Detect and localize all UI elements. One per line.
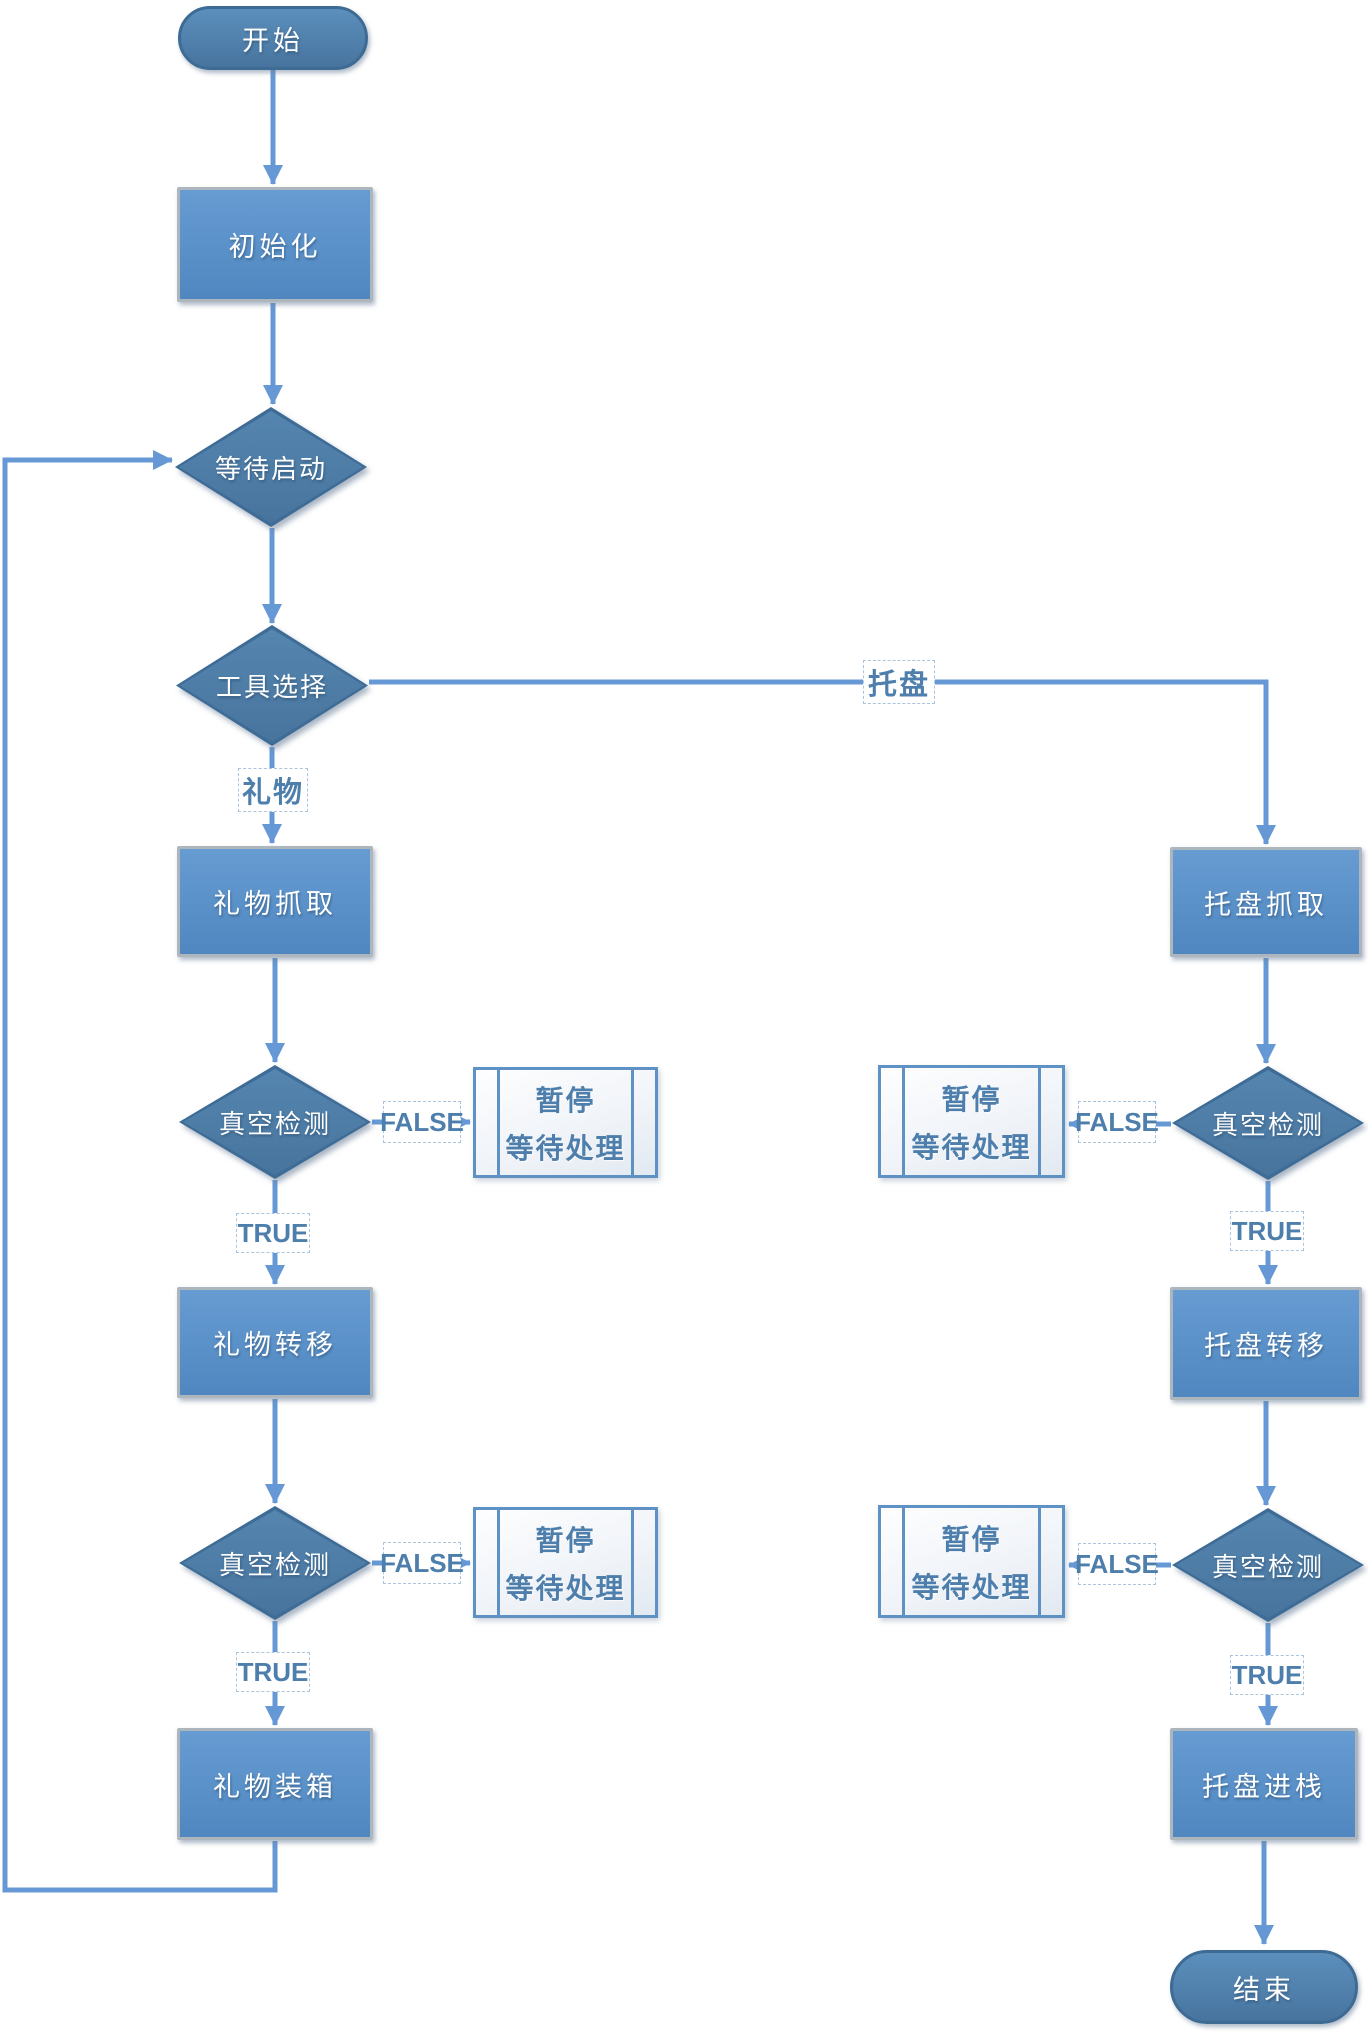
node-pause-left-2: 暂停 等待处理 <box>473 1507 658 1618</box>
edge-label-gift-text: 礼物 <box>241 777 304 809</box>
edge-label-false-left-1: FALSE <box>380 1101 464 1143</box>
edge-gift-boxing-loop-back <box>2 450 278 1893</box>
node-tray-stack-label: 托盘进栈 <box>1202 1771 1326 1802</box>
edge-label-false-text: FALSE <box>1075 1106 1159 1137</box>
node-tray-pick: 托盘抓取 <box>1170 847 1362 957</box>
edge-label-tray: 托盘 <box>863 660 935 704</box>
node-gift-transfer-label: 礼物转移 <box>213 1330 337 1360</box>
edge-label-true-text: TRUE <box>1231 1659 1303 1690</box>
pause-line-2: 等待处理 <box>505 1572 626 1604</box>
node-pause-left-1: 暂停 等待处理 <box>473 1067 658 1178</box>
node-gift-pick-label: 礼物抓取 <box>213 889 337 919</box>
node-pause-right-2: 暂停 等待处理 <box>878 1505 1065 1618</box>
edge-label-false-left-2: FALSE <box>380 1542 464 1584</box>
edge-label-false-text: FALSE <box>380 1106 464 1137</box>
node-wait-start: 等待启动 <box>175 407 367 527</box>
node-vacuum-check-right-1: 真空检测 <box>1172 1066 1364 1180</box>
pause-line-2: 等待处理 <box>911 1571 1032 1603</box>
edge-label-tray-text: 托盘 <box>867 669 930 701</box>
node-vacuum-check-right-2: 真空检测 <box>1172 1508 1364 1622</box>
edge-label-true-right-2: TRUE <box>1230 1655 1304 1695</box>
node-gift-boxing-label: 礼物装箱 <box>213 1771 337 1802</box>
edge-label-true-text: TRUE <box>237 1217 309 1248</box>
edge-label-true-text: TRUE <box>237 1656 309 1687</box>
edge-label-true-right-1: TRUE <box>1230 1211 1304 1251</box>
pause-line-2: 等待处理 <box>505 1132 626 1164</box>
node-end: 结束 <box>1170 1950 1358 2024</box>
node-gift-transfer: 礼物转移 <box>177 1287 373 1398</box>
node-init-label: 初始化 <box>228 232 322 262</box>
pause-line-1: 暂停 <box>941 1523 1002 1555</box>
node-tray-pick-label: 托盘抓取 <box>1204 889 1328 920</box>
node-vacuum-check-left-2: 真空检测 <box>179 1506 371 1620</box>
node-gift-pick: 礼物抓取 <box>177 846 373 957</box>
node-end-label: 结束 <box>1233 1974 1295 2005</box>
node-tray-stack: 托盘进栈 <box>1170 1728 1358 1840</box>
pause-line-2: 等待处理 <box>911 1131 1032 1163</box>
node-tool-select: 工具选择 <box>176 625 368 746</box>
edge-label-false-right-2: FALSE <box>1075 1543 1159 1585</box>
node-vacuum-check-left-1: 真空检测 <box>179 1065 371 1179</box>
edge-label-false-right-1: FALSE <box>1075 1101 1159 1143</box>
node-init: 初始化 <box>177 187 373 302</box>
pause-line-1: 暂停 <box>941 1083 1002 1115</box>
node-tool-select-label: 工具选择 <box>215 672 328 702</box>
edge-tool-select-tray-pick <box>369 679 1276 845</box>
node-vacuum-check-left-2-label: 真空检测 <box>218 1549 331 1580</box>
edge-label-false-text: FALSE <box>380 1547 464 1578</box>
edge-label-true-left-1: TRUE <box>236 1213 310 1253</box>
node-vacuum-check-right-2-label: 真空检测 <box>1211 1551 1324 1582</box>
node-start: 开始 <box>178 6 368 70</box>
node-wait-start-label: 等待启动 <box>214 453 327 484</box>
edge-label-true-left-2: TRUE <box>236 1652 310 1692</box>
node-tray-transfer: 托盘转移 <box>1170 1287 1362 1400</box>
node-gift-boxing: 礼物装箱 <box>177 1728 373 1840</box>
pause-line-1: 暂停 <box>535 1524 596 1556</box>
node-pause-right-1: 暂停 等待处理 <box>878 1065 1065 1178</box>
node-vacuum-check-right-1-label: 真空检测 <box>1211 1109 1324 1140</box>
node-vacuum-check-left-1-label: 真空检测 <box>218 1108 331 1139</box>
edge-label-true-text: TRUE <box>1231 1215 1303 1246</box>
edge-label-false-text: FALSE <box>1075 1548 1159 1579</box>
node-tray-transfer-label: 托盘转移 <box>1204 1331 1328 1361</box>
node-start-label: 开始 <box>242 25 304 56</box>
edge-label-gift: 礼物 <box>238 768 308 812</box>
pause-line-1: 暂停 <box>535 1084 596 1116</box>
